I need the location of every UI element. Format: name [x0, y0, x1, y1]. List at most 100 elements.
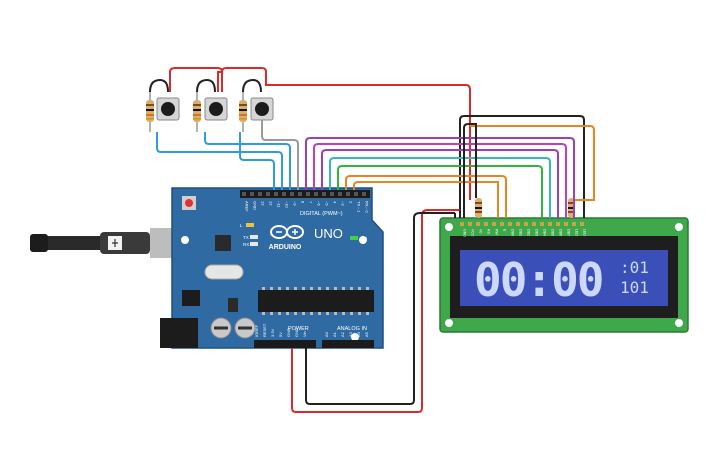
analog-pin-label: A0: [324, 331, 329, 337]
lcd-pin-label: VCC: [471, 229, 475, 237]
pulldown-resistor-1: [146, 92, 154, 132]
power-pin-label: 5V: [278, 332, 283, 337]
pulldown-resistor-3: [239, 92, 247, 132]
l-led-label: L: [240, 223, 243, 228]
digital-pin-9[interactable]: [314, 192, 318, 196]
analog-pin-label: A2: [340, 331, 345, 337]
lcd-pin-1[interactable]: [468, 222, 472, 226]
digital-pin-11[interactable]: [330, 192, 334, 196]
pushbutton-1[interactable]: [156, 97, 180, 121]
digital-pin-label: GND: [253, 201, 258, 210]
digital-header: [240, 190, 370, 198]
lcd-pin-label: DB3: [535, 229, 539, 236]
pushbutton-3[interactable]: [250, 97, 274, 121]
lcd-pin-9[interactable]: [532, 222, 536, 226]
lcd-pin-6[interactable]: [508, 222, 512, 226]
lcd-pin-label: DB1: [519, 229, 523, 236]
power-pin-label: IOREF: [254, 324, 259, 337]
arduino-logo-icon: [270, 225, 304, 239]
digital-pin-label: AREF: [245, 201, 250, 212]
lcd-pin-8[interactable]: [524, 222, 528, 226]
lcd-pin-0[interactable]: [460, 222, 464, 226]
digital-pin-label: ~3: [341, 201, 346, 206]
digital-pin-12[interactable]: [338, 192, 342, 196]
analog-header-label: ANALOG IN: [337, 326, 367, 332]
arduino-brand-label: ARDUINO: [269, 244, 302, 251]
power-pin-label: Vin: [302, 331, 307, 337]
digital-pin-label: 2: [349, 201, 354, 204]
digital-pin-1[interactable]: [250, 192, 254, 196]
digital-pin-3[interactable]: [266, 192, 270, 196]
lcd-pin-label: V0: [479, 229, 483, 233]
lcd-pin-label: DB0: [511, 229, 515, 236]
power-header-label: POWER: [288, 326, 309, 332]
digital-pin-0[interactable]: [242, 192, 246, 196]
lcd-pin-15[interactable]: [580, 222, 584, 226]
analog-pin-label: A4: [356, 331, 361, 337]
rx-led: [250, 242, 258, 246]
tx-led: [250, 235, 258, 239]
lcd-big-digits: 00:00: [474, 253, 602, 307]
digital-pin-label: ~11: [277, 201, 282, 208]
l-led: [246, 223, 254, 227]
reset-button[interactable]: [185, 199, 193, 207]
lcd-pin-label: DB6: [559, 229, 563, 236]
digital-pin-13[interactable]: [346, 192, 350, 196]
lcd-pin-13[interactable]: [564, 222, 568, 226]
digital-pin-label: TX→1: [357, 201, 362, 213]
lcd-pin-label: DB2: [527, 229, 531, 236]
digital-pin-7[interactable]: [298, 192, 302, 196]
wires: [149, 67, 595, 413]
tx-led-label: TX: [243, 235, 249, 240]
lcd-pin-7[interactable]: [516, 222, 520, 226]
arduino-model-label: UNO: [314, 226, 343, 241]
digital-header-label: DIGITAL (PWM~): [300, 211, 343, 217]
pushbutton-2[interactable]: [204, 97, 228, 121]
lcd-pin-14[interactable]: [572, 222, 576, 226]
digital-pin-label: ~6: [317, 201, 322, 206]
atmega-chip: [258, 290, 374, 312]
digital-pin-label: ~10: [285, 201, 290, 209]
power-pin-label: 3.3V: [270, 328, 275, 337]
lcd-pin-4[interactable]: [492, 222, 496, 226]
lcd-pin-label: GND: [463, 229, 467, 237]
digital-pin-label: 13: [261, 201, 266, 206]
digital-pin-label: 8: [301, 201, 306, 204]
digital-pin-15[interactable]: [362, 192, 366, 196]
analog-pin-label: A1: [332, 331, 337, 337]
digital-pin-label: ~5: [325, 201, 330, 206]
contrast-resistor: [475, 198, 482, 218]
power-pin-label: RESET: [262, 323, 267, 337]
lcd-pin-label: LED: [583, 229, 587, 236]
digital-pin-14[interactable]: [354, 192, 358, 196]
lcd-small-bottom: 101: [620, 278, 649, 297]
digital-pin-2[interactable]: [258, 192, 262, 196]
power-header: [254, 340, 316, 348]
lcd-pin-label: DB5: [551, 229, 555, 236]
digital-pin-label: RX←0: [365, 201, 370, 214]
lcd-pin-10[interactable]: [540, 222, 544, 226]
lcd-pin-2[interactable]: [476, 222, 480, 226]
digital-pin-8[interactable]: [306, 192, 310, 196]
button-array: [146, 92, 274, 132]
digital-pin-10[interactable]: [322, 192, 326, 196]
lcd-pin-label: E: [503, 229, 507, 232]
lcd-pin-label: DB7: [567, 229, 571, 236]
lcd-pin-label: RS: [487, 229, 491, 235]
digital-pin-4[interactable]: [274, 192, 278, 196]
on-led-label: ON: [360, 236, 367, 241]
digital-pin-label: 12: [269, 201, 274, 206]
lcd-pin-5[interactable]: [500, 222, 504, 226]
lcd-pin-label: LED: [575, 229, 579, 236]
lcd-pin-12[interactable]: [556, 222, 560, 226]
lcd-pin-11[interactable]: [548, 222, 552, 226]
arduino-uno-board[interactable]: ARDUINO UNO DIGITAL (PWM~) POWER ANALOG …: [160, 187, 384, 349]
on-led: [350, 236, 358, 240]
lcd-pin-3[interactable]: [484, 222, 488, 226]
analog-pin-label: A5: [364, 331, 369, 337]
digital-pin-5[interactable]: [282, 192, 286, 196]
digital-pin-6[interactable]: [290, 192, 294, 196]
digital-pin-label: 4: [333, 201, 338, 204]
